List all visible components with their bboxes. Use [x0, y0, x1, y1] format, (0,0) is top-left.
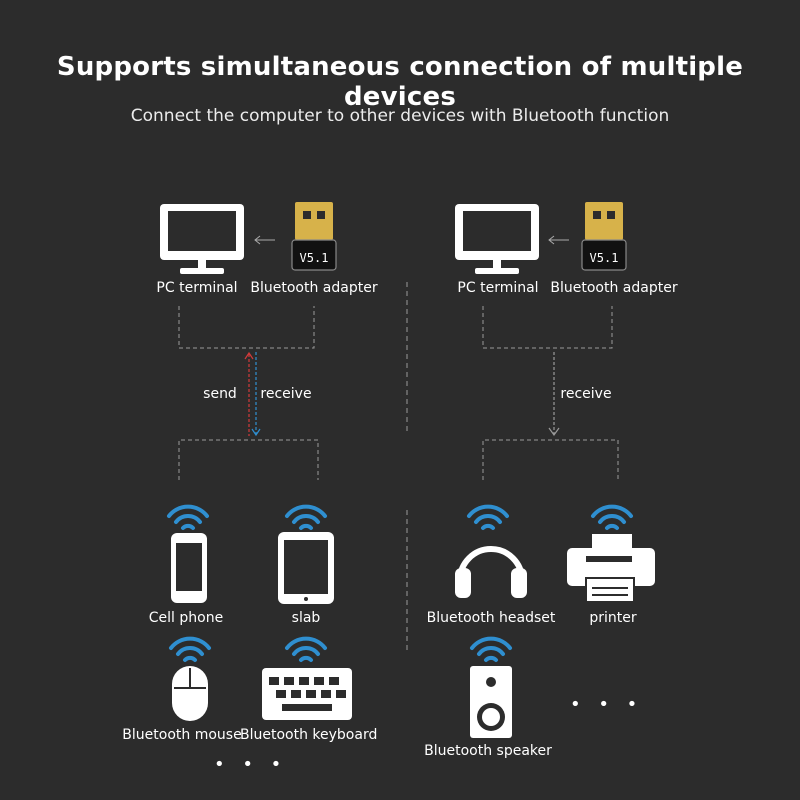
right-pc-icon	[455, 204, 539, 274]
right-receive-arrow	[548, 352, 560, 437]
right-adapter-version: V5.1	[590, 251, 619, 265]
speaker-icon	[470, 666, 512, 738]
right-upper-bracket	[482, 306, 613, 349]
left-mouse-wifi-icon	[169, 636, 211, 662]
left-phone-wifi-icon	[167, 504, 209, 530]
right-lower-bracket	[482, 439, 619, 480]
left-send-arrow	[244, 351, 254, 436]
right-adapter-label: Bluetooth adapter	[550, 280, 678, 296]
left-slab-wifi-icon	[285, 504, 327, 530]
right-pc-label: PC terminal	[457, 280, 539, 296]
left-receive-label: receive	[260, 386, 312, 402]
keyboard-icon	[262, 668, 352, 720]
left-upper-bracket	[178, 306, 315, 349]
right-adapter-arrow	[548, 235, 569, 245]
cell-phone-label: Cell phone	[148, 610, 224, 626]
cell-phone-icon	[171, 533, 207, 603]
mouse-label: Bluetooth mouse	[122, 727, 242, 743]
left-more-indicator: • • •	[214, 754, 288, 775]
keyboard-label: Bluetooth keyboard	[240, 727, 378, 743]
right-printer-wifi-icon	[591, 504, 633, 530]
mouse-icon	[172, 666, 208, 721]
left-receive-arrow	[251, 352, 261, 437]
slab-label: slab	[291, 610, 321, 626]
left-send-label: send	[203, 386, 237, 402]
right-headset-wifi-icon	[467, 504, 509, 530]
left-pc-icon	[160, 204, 244, 274]
left-pc-label: PC terminal	[156, 280, 238, 296]
left-adapter-arrow	[254, 235, 275, 245]
speaker-label: Bluetooth speaker	[424, 743, 552, 759]
printer-icon	[567, 534, 655, 603]
left-keyboard-wifi-icon	[285, 636, 327, 662]
page-subtitle: Connect the computer to other devices wi…	[130, 106, 670, 126]
slab-icon	[278, 532, 334, 604]
left-adapter-label: Bluetooth adapter	[250, 280, 378, 296]
headset-label: Bluetooth headset	[426, 610, 556, 626]
page-title: Supports simultaneous connection of mult…	[56, 52, 744, 112]
left-adapter-version: V5.1	[300, 251, 329, 265]
right-speaker-wifi-icon	[470, 636, 512, 662]
right-more-indicator: • • •	[570, 694, 644, 715]
right-receive-label: receive	[560, 386, 612, 402]
printer-label: printer	[589, 610, 637, 626]
headset-icon	[455, 546, 527, 598]
left-lower-bracket	[178, 439, 319, 480]
